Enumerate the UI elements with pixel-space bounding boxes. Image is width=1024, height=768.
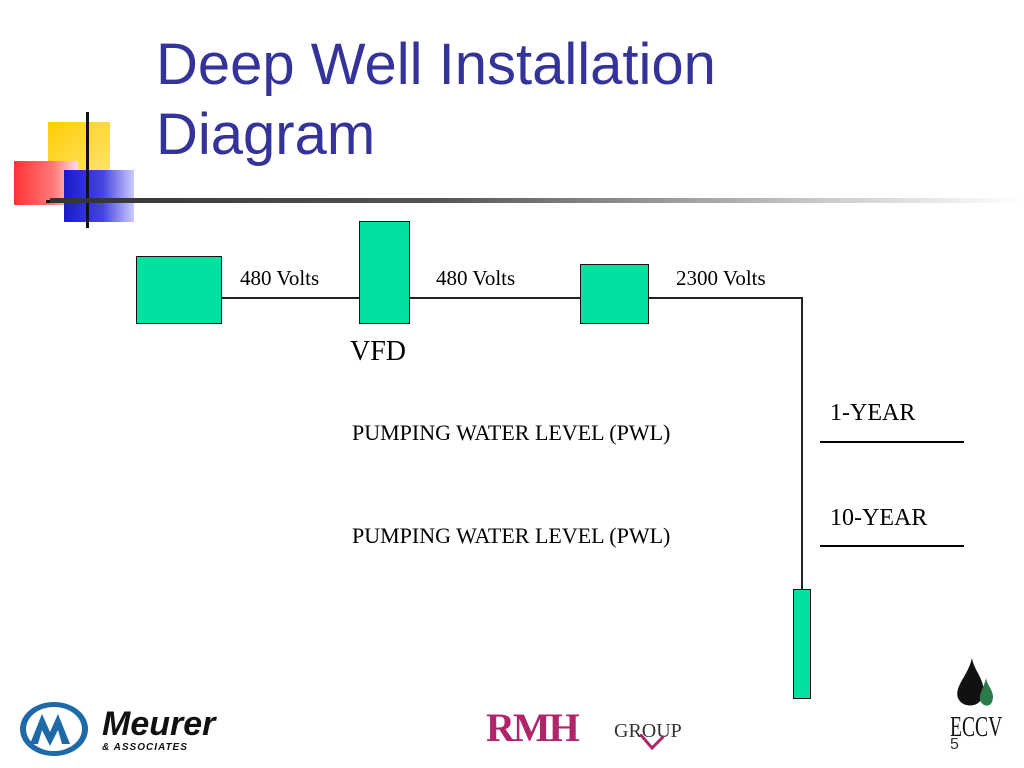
wire-vfd-to-transformer bbox=[410, 297, 580, 299]
pwl-label-1: PUMPING WATER LEVEL (PWL) bbox=[352, 420, 671, 445]
rmh-logo-group: GROUP bbox=[614, 720, 682, 742]
title-underline bbox=[50, 198, 1024, 203]
wire-transformer-to-well bbox=[649, 297, 802, 299]
slide-number: 5 bbox=[950, 736, 959, 753]
meurer-logo-subtitle: & ASSOCIATES bbox=[102, 742, 188, 753]
well-cable bbox=[801, 297, 803, 589]
decor-blue-square bbox=[64, 170, 134, 222]
vfd-label: VFD bbox=[350, 336, 407, 367]
meurer-logo-name: Meurer bbox=[102, 705, 216, 743]
decor-vertical-line bbox=[86, 112, 89, 228]
voltage-label-2: 480 Volts bbox=[436, 266, 516, 290]
voltage-label-3: 2300 Volts bbox=[676, 266, 766, 290]
title-line-1: Deep Well Installation bbox=[156, 32, 716, 97]
title-line-2: Diagram bbox=[156, 102, 376, 167]
rmh-swoosh-icon bbox=[640, 734, 664, 750]
year-label-2: 10-YEAR bbox=[830, 505, 928, 531]
voltage-label-1: 480 Volts bbox=[240, 266, 320, 290]
year-label-1: 1-YEAR bbox=[830, 400, 916, 426]
pwl-label-2: PUMPING WATER LEVEL (PWL) bbox=[352, 523, 671, 548]
meurer-logo-icon bbox=[20, 702, 88, 756]
submersible-pump-box bbox=[793, 589, 811, 699]
slide-title: Deep Well Installation Diagram bbox=[156, 30, 856, 170]
vfd-box bbox=[359, 221, 410, 324]
water-level-line-1 bbox=[820, 441, 964, 443]
eccv-drop-icon bbox=[957, 658, 994, 706]
wire-source-to-vfd bbox=[222, 297, 360, 299]
rmh-logo: RMH bbox=[486, 705, 580, 750]
power-source-box bbox=[136, 256, 222, 324]
transformer-box bbox=[580, 264, 649, 324]
water-level-line-2 bbox=[820, 545, 964, 547]
eccv-logo-text: ECCV bbox=[950, 712, 1003, 743]
